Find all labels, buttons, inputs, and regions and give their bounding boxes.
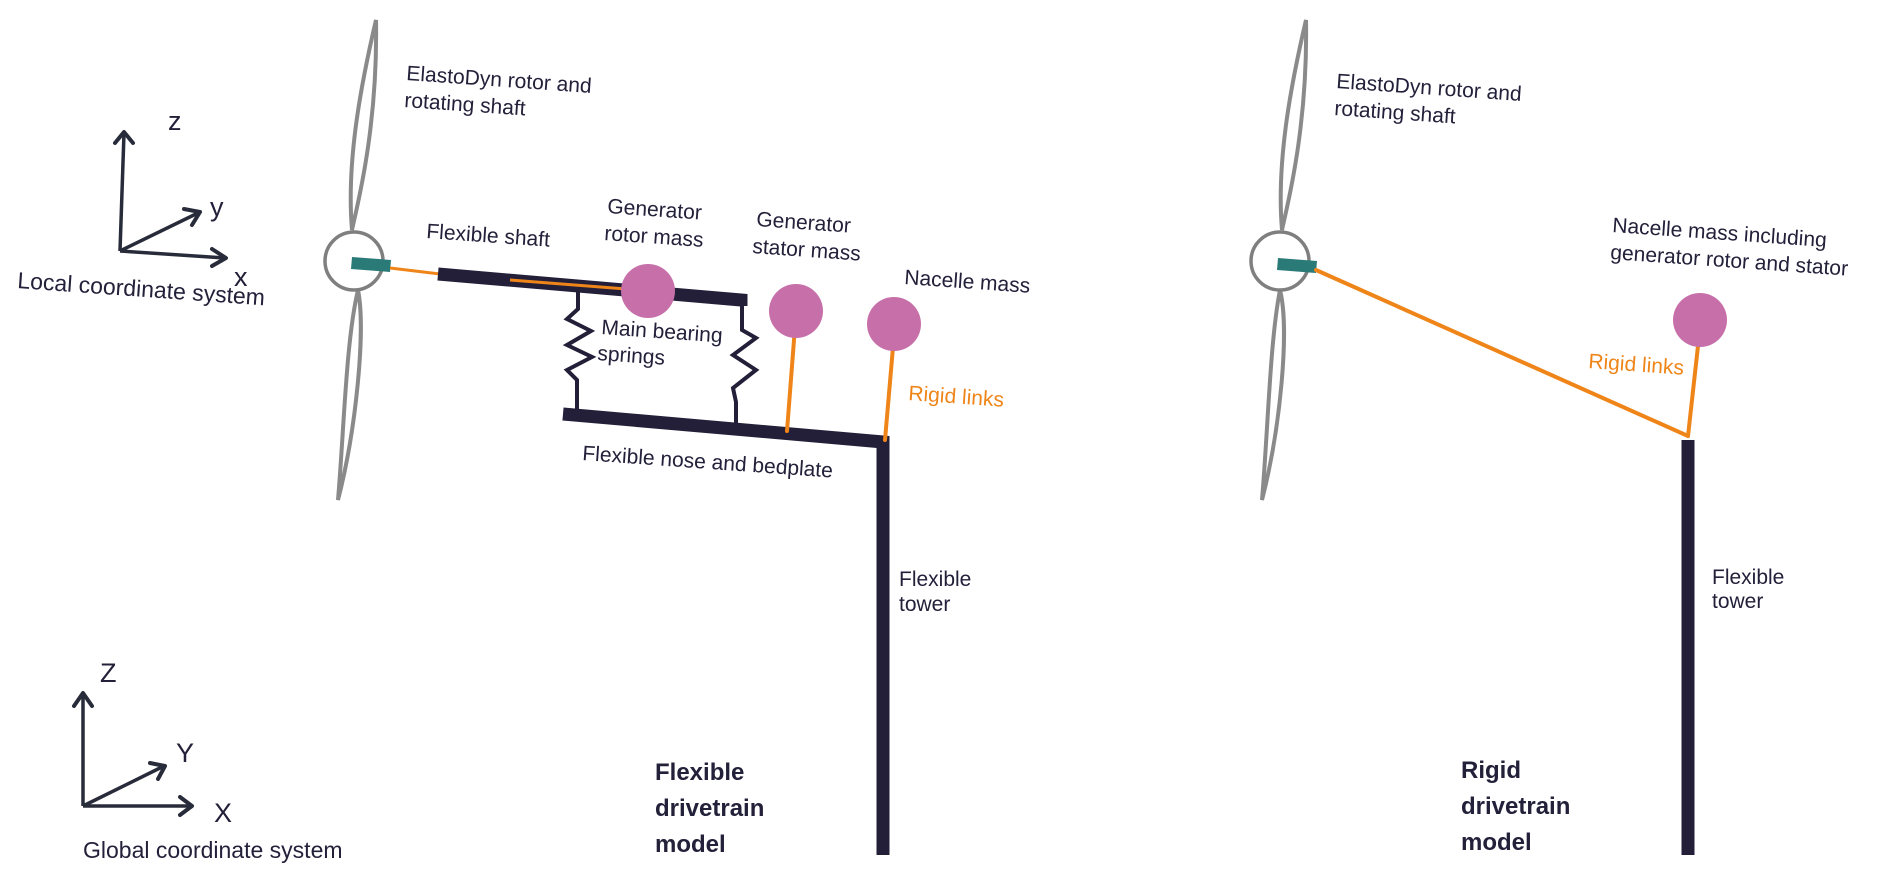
rigid-model-title-line3: model — [1461, 829, 1532, 856]
local-y-label: y — [210, 192, 224, 222]
flexible-model-title-line1: Flexible — [655, 759, 744, 786]
flexible-shaft-label: Flexible shaft — [426, 220, 551, 252]
main-bearing-label-line2: springs — [597, 342, 666, 370]
nose-bedplate-beam — [562, 407, 890, 855]
rotor-blade-upper-icon — [1278, 19, 1309, 231]
global-x-label: X — [214, 798, 232, 828]
global-y-axis — [82, 764, 165, 808]
global-z-label: Z — [100, 658, 117, 688]
global-y-label: Y — [176, 738, 194, 768]
rotor-shaft-link — [389, 266, 441, 276]
nacelle-rigid-link — [1686, 344, 1700, 438]
global-z-arrowhead-icon — [72, 691, 94, 708]
local-z-label: z — [168, 106, 182, 136]
global-x-arrowhead-icon — [178, 795, 194, 817]
flexible-drivetrain-model: ElastoDyn rotor and rotating shaft Flexi… — [323, 19, 1031, 858]
shaft-inner-rigid-link — [509, 278, 641, 292]
rigid-drivetrain-model: ElastoDyn rotor and rotating shaft Nacel… — [1249, 19, 1849, 856]
local-cs-title: Local coordinate system — [17, 267, 266, 310]
nacelle-mass-label: Nacelle mass — [904, 266, 1031, 298]
global-y-arrowhead-icon — [148, 761, 167, 781]
global-coordinate-system: Z Y X Global coordinate system — [72, 658, 343, 863]
rigid-model-title-line2: drivetrain — [1461, 793, 1570, 820]
nacelle-mass — [867, 297, 921, 351]
tower-label-line2: tower — [899, 593, 950, 616]
local-y-axis — [119, 211, 199, 253]
tower-label-line2: tower — [1712, 590, 1763, 613]
shaft-stub-icon — [1277, 258, 1317, 273]
generator-rotor-mass — [621, 264, 675, 318]
generator-stator-label-line1: Generator — [756, 208, 852, 238]
generator-stator-mass — [769, 284, 823, 338]
rotor-label-line2: rotating shaft — [404, 89, 527, 120]
flexible-model-title-line3: model — [655, 831, 726, 858]
nacelle-mass — [1673, 293, 1727, 347]
flexible-shaft-beam — [437, 267, 748, 307]
tower-label-line1: Flexible — [1712, 566, 1784, 589]
local-x-arrowhead-icon — [210, 247, 228, 268]
rigid-model-title-line1: Rigid — [1461, 757, 1521, 784]
generator-stator-label-line2: stator mass — [752, 235, 862, 266]
local-x-label: x — [234, 262, 248, 292]
rotor-label-line2: rotating shaft — [1334, 97, 1457, 128]
rotor-blade-upper-icon — [348, 19, 379, 231]
rigid-links-label: Rigid links — [908, 382, 1005, 412]
generator-rotor-label-line2: rotor mass — [604, 222, 705, 252]
local-coordinate-system: z y x Local coordinate system — [17, 106, 266, 310]
generator-rotor-label-line1: Generator — [607, 195, 703, 225]
local-z-arrowhead-icon — [113, 130, 135, 145]
nose-bedplate-label: Flexible nose and bedplate — [582, 442, 834, 482]
shaft-stub-icon — [351, 257, 391, 272]
local-z-axis — [118, 132, 126, 252]
global-cs-title: Global coordinate system — [83, 837, 343, 863]
rotor-blade-lower-icon — [336, 289, 363, 501]
tower-label-line1: Flexible — [899, 568, 971, 591]
shaft-rigid-link — [1314, 268, 1690, 438]
local-x-axis — [119, 249, 226, 260]
local-y-arrowhead-icon — [182, 207, 202, 227]
rigid-links-label: Rigid links — [1588, 350, 1685, 380]
rotor-blade-lower-icon — [1260, 289, 1286, 501]
main-bearing-spring-right-icon — [729, 300, 760, 428]
main-bearing-spring-left-icon — [562, 288, 597, 412]
flexible-model-title-line2: drivetrain — [655, 795, 764, 822]
